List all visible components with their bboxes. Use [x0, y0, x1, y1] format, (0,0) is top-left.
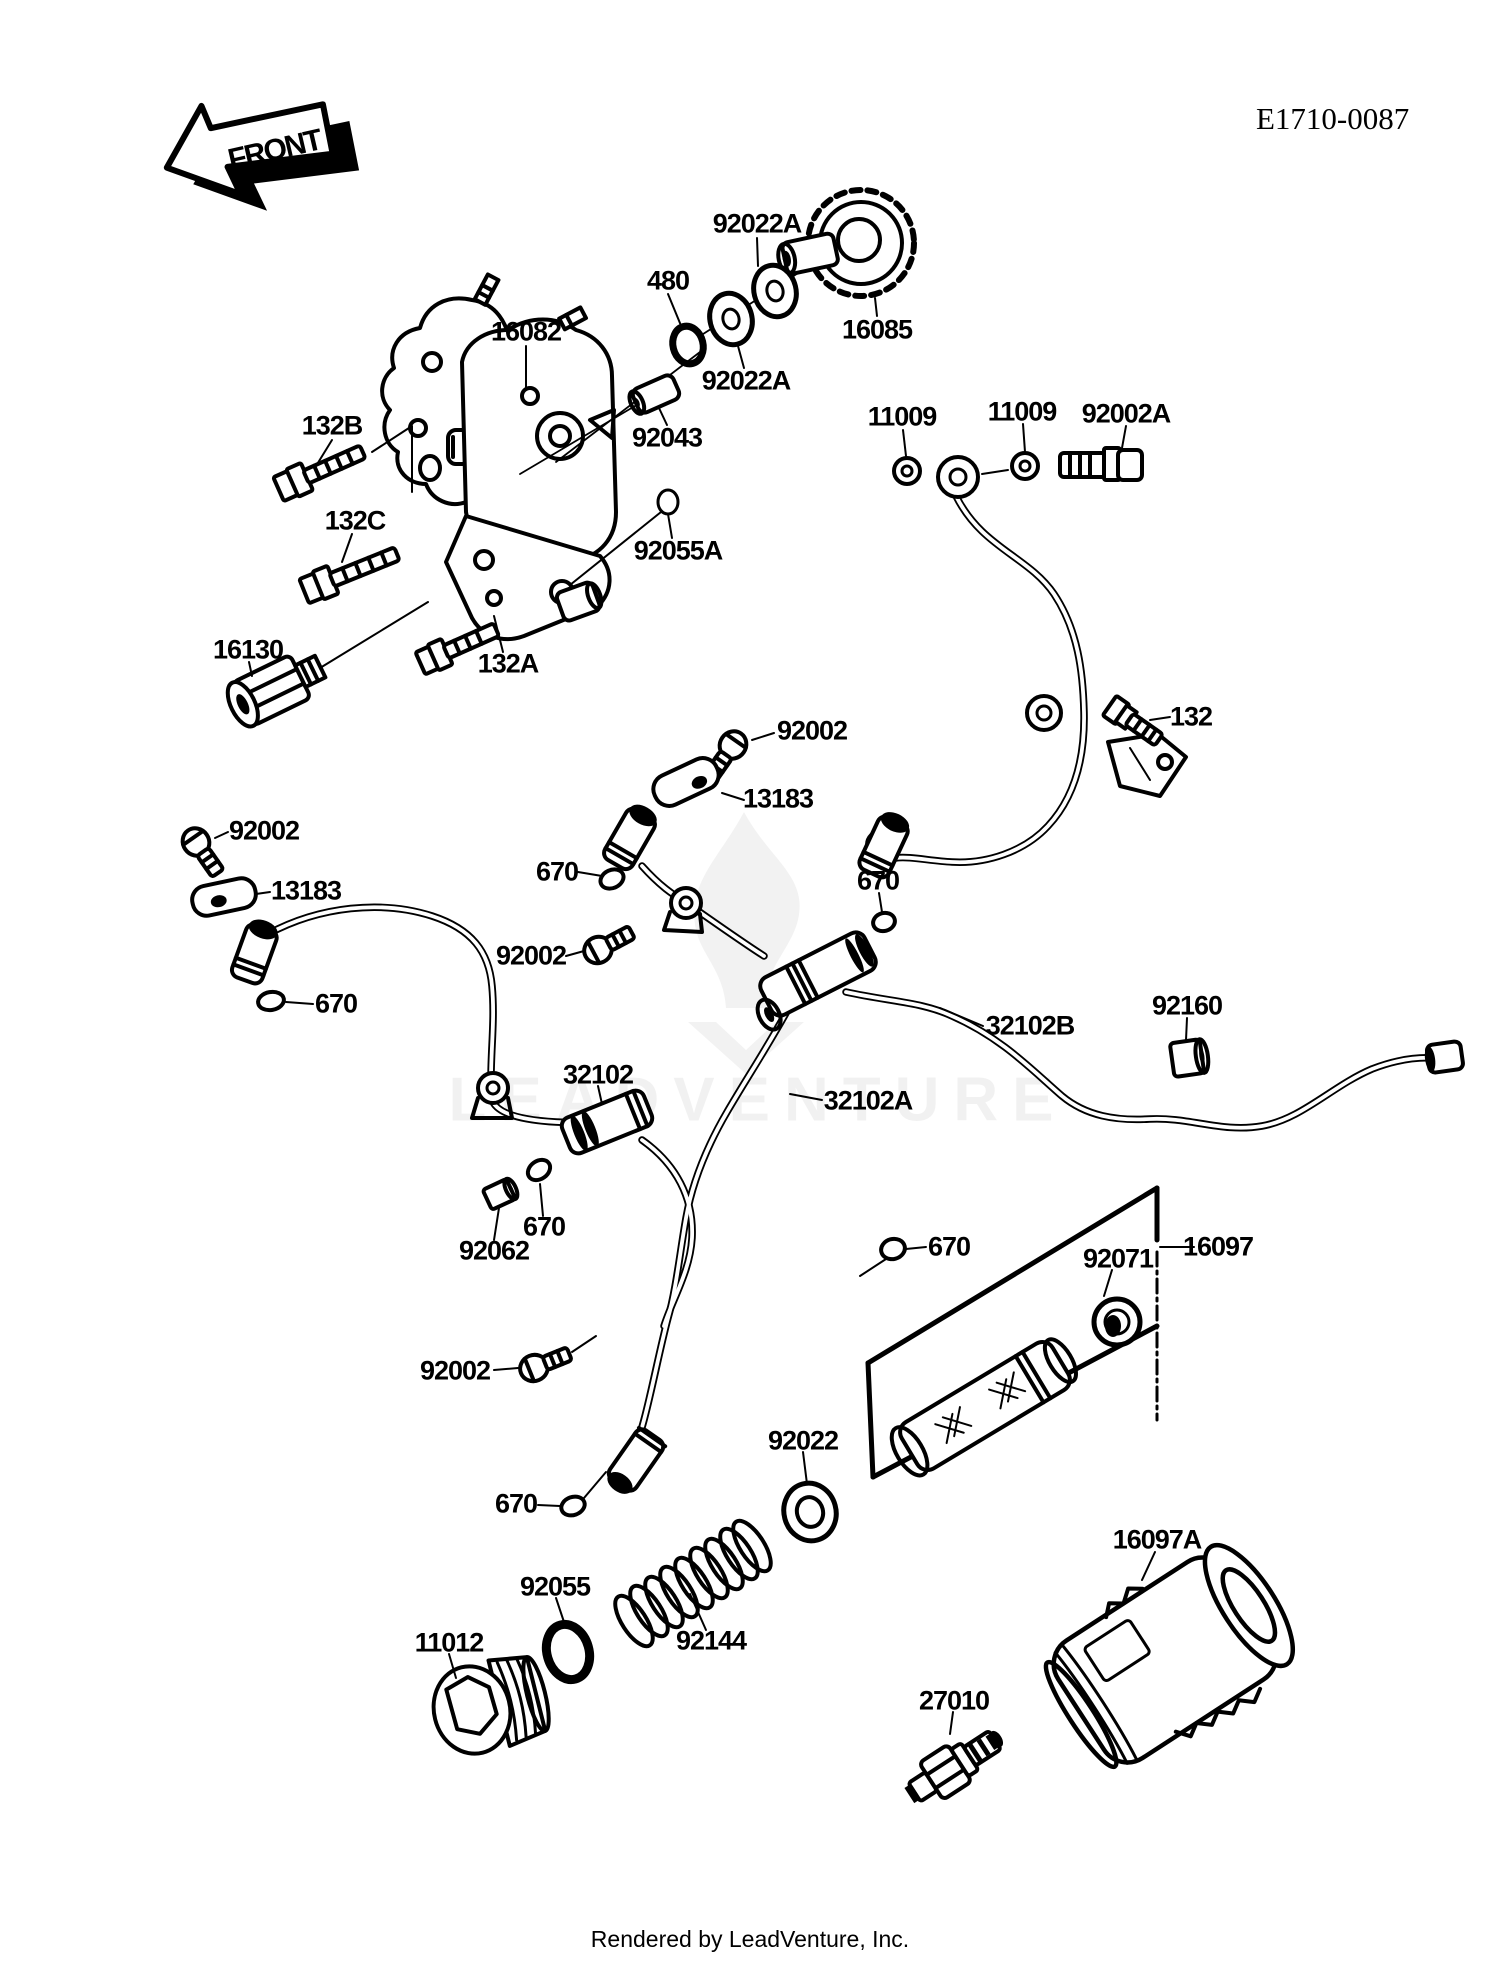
part-label-132a: 132A	[477, 648, 540, 679]
part-label-16130: 16130	[212, 634, 284, 665]
gasket-plates-13183	[190, 756, 721, 918]
pump-sprocket	[776, 187, 917, 299]
pipe-unions	[481, 930, 1465, 1211]
part-label-92022a: 92022A	[701, 365, 792, 396]
part-label-670: 670	[927, 1231, 971, 1262]
shaft-washers	[627, 262, 799, 416]
strainer-kit-box	[865, 1185, 1160, 1480]
part-label-13183: 13183	[270, 875, 342, 906]
part-label-92002a: 92002A	[1081, 398, 1172, 429]
part-label-92022: 92022	[767, 1425, 839, 1456]
nut-92062	[481, 1176, 520, 1211]
part-label-16085: 16085	[841, 314, 913, 345]
part-label-92062: 92062	[458, 1235, 530, 1266]
footer-credit: Rendered by LeadVenture, Inc.	[590, 1926, 910, 1952]
part-label-92002: 92002	[228, 815, 300, 846]
relief-valve-parts	[431, 1480, 839, 1756]
front-arrow: FRONT	[163, 101, 360, 211]
leader-lines	[214, 237, 1195, 1735]
part-label-480: 480	[646, 265, 690, 296]
oring-92055	[541, 1619, 595, 1685]
part-label-92002: 92002	[419, 1355, 491, 1386]
part-label-92043: 92043	[631, 422, 703, 453]
pipe-clamps	[470, 886, 704, 1120]
part-label-92002: 92002	[495, 940, 567, 971]
part-label-92144: 92144	[675, 1625, 747, 1656]
part-label-16097a: 16097A	[1112, 1524, 1203, 1555]
banjo-fitting-set	[892, 446, 1144, 499]
hex-bolts-92002	[180, 729, 749, 1384]
part-label-132b: 132B	[301, 410, 364, 441]
oil-pump-body	[380, 272, 618, 642]
part-label-16082: 16082	[490, 316, 562, 347]
part-label-92002: 92002	[776, 715, 848, 746]
part-label-11009: 11009	[987, 396, 1058, 427]
part-label-670: 670	[314, 988, 358, 1019]
mounting-bolts	[225, 444, 501, 729]
part-label-32102: 32102	[562, 1059, 634, 1090]
document-code: E1710-0087	[1256, 101, 1410, 136]
part-label-132c: 132C	[324, 505, 387, 536]
part-label-16097: 16097	[1182, 1231, 1254, 1262]
bushing-92160	[1168, 1037, 1211, 1079]
grommet-92071	[1091, 1296, 1143, 1348]
part-label-92071: 92071	[1082, 1243, 1154, 1274]
part-label-32102a: 32102A	[823, 1085, 914, 1116]
oring-92055a	[656, 488, 680, 516]
part-label-32102b: 32102B	[985, 1010, 1076, 1041]
part-label-670: 670	[522, 1211, 566, 1242]
part-label-13183: 13183	[742, 783, 814, 814]
nozzle-16130	[225, 653, 328, 729]
part-label-670: 670	[535, 856, 579, 887]
part-label-27010: 27010	[918, 1685, 990, 1716]
part-label-132: 132	[1169, 701, 1213, 732]
part-label-92055a: 92055A	[633, 535, 724, 566]
part-label-92022a: 92022A	[712, 208, 803, 239]
plug-11012	[431, 1655, 551, 1756]
part-label-92055: 92055	[519, 1571, 591, 1602]
oil-strainer	[889, 1337, 1078, 1478]
part-label-92160: 92160	[1151, 990, 1223, 1021]
elbow-fittings	[229, 804, 910, 1518]
part-label-11012: 11012	[414, 1627, 485, 1658]
oil-filter	[1043, 1542, 1296, 1770]
part-label-670: 670	[494, 1488, 538, 1519]
part-label-670: 670	[856, 865, 900, 896]
pipe-bracket-132	[865, 694, 1188, 861]
spring-92144	[613, 1518, 773, 1649]
part-label-11009: 11009	[867, 401, 938, 432]
oil-pressure-switch	[904, 1729, 1004, 1804]
